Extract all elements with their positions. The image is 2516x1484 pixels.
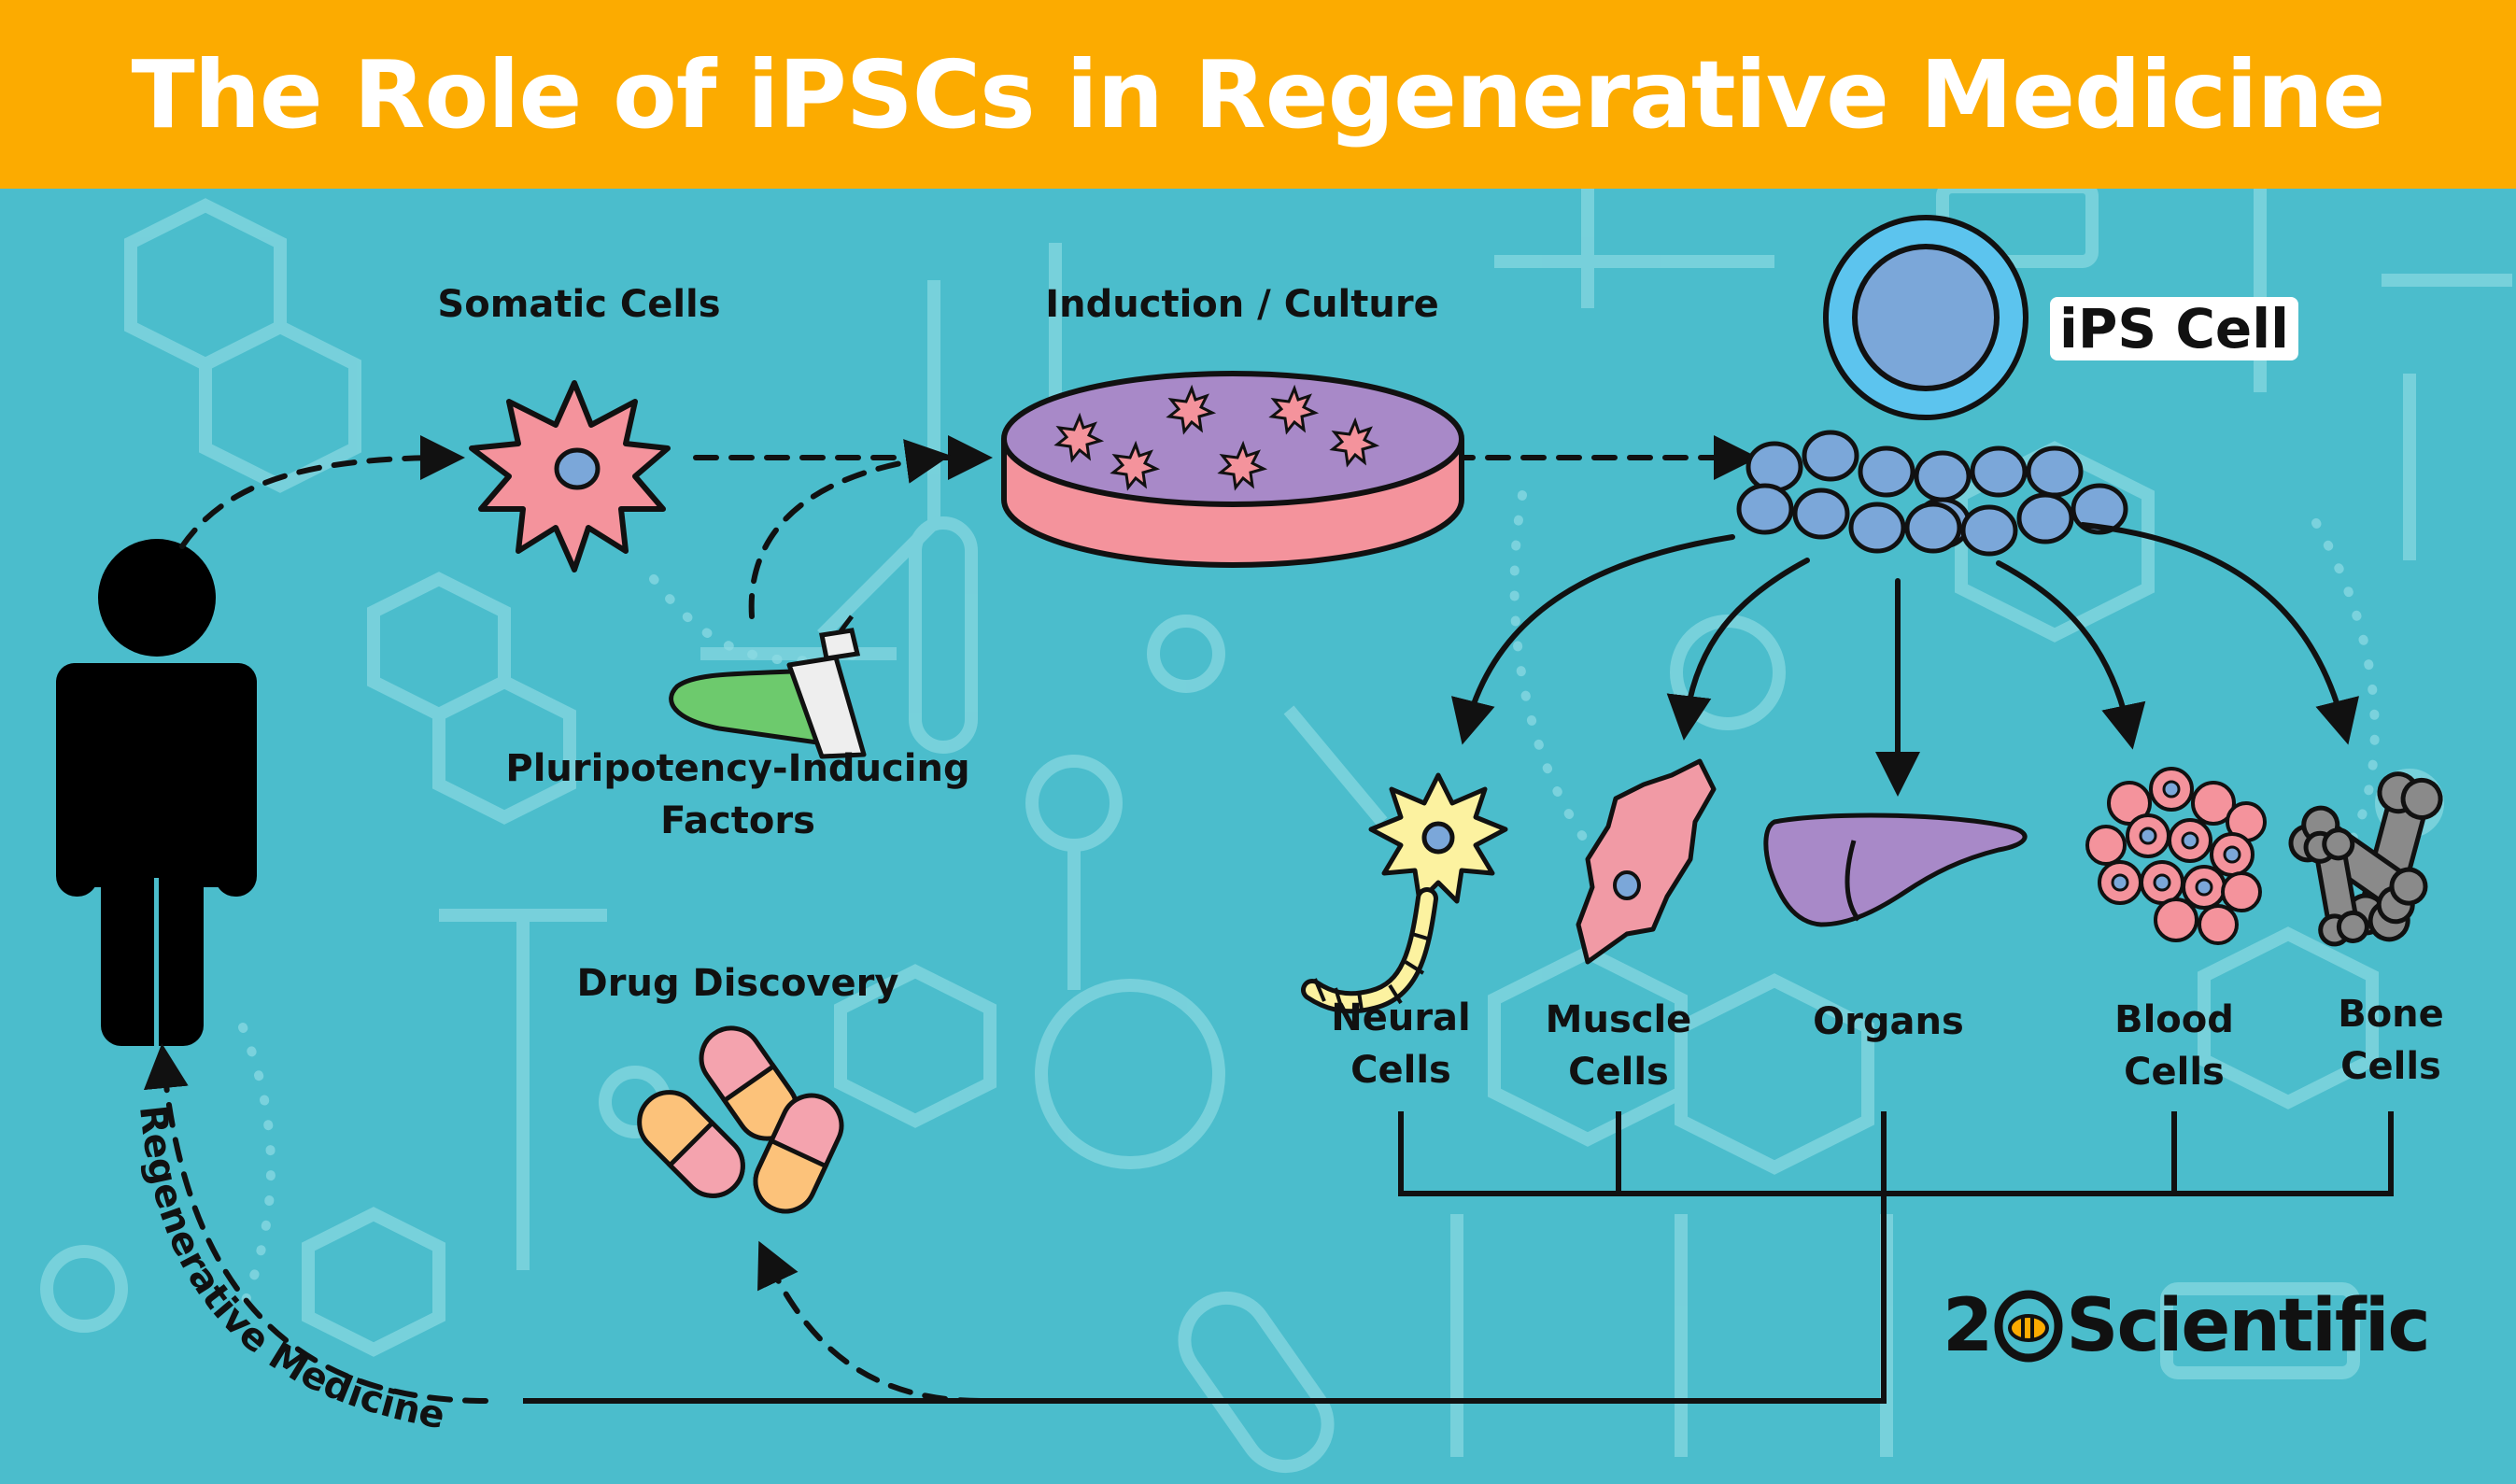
- muscle-cell-icon: [1576, 758, 1717, 965]
- somatic-cells-label: Somatic Cells: [437, 283, 721, 326]
- arrow-regen-to-person: [143, 1043, 488, 1404]
- blood-label-line-1: Blood: [2114, 998, 2234, 1041]
- petri-dish-icon: [1001, 371, 1464, 568]
- bone-cells-label: Bone Cells: [2279, 988, 2503, 1093]
- drug-discovery-label: Drug Discovery: [576, 962, 899, 1005]
- page-title: The Role of iPSCs in Regenerative Medici…: [131, 39, 2386, 149]
- muscle-cells-label: Muscle Cells: [1506, 994, 1731, 1098]
- background-dots: [238, 490, 2380, 1312]
- person-icon: [56, 539, 257, 1046]
- induction-culture-label: Induction / Culture: [1045, 283, 1439, 326]
- bone-label-line-1: Bone: [2338, 993, 2444, 1036]
- organs-label: Organs: [1813, 1000, 1964, 1043]
- bone-label-line-2: Cells: [2340, 1045, 2441, 1088]
- bone-icon: [2288, 771, 2443, 947]
- ips-cell-icon: [1823, 215, 2028, 420]
- pcr-tube-icon: [669, 615, 867, 759]
- arrow-factors-to-dish: [748, 439, 951, 619]
- pluripotency-factors-label: Pluripotency-Inducing Factors: [486, 742, 990, 847]
- arrow-to-bone: [2080, 522, 2359, 745]
- muscle-label-line-1: Muscle: [1545, 998, 1692, 1041]
- arrow-regen-to-drug: [757, 1240, 983, 1404]
- blood-cells-icon: [2085, 767, 2267, 945]
- neural-label-line-2: Cells: [1350, 1049, 1451, 1092]
- title-banner: The Role of iPSCs in Regenerative Medici…: [0, 0, 2516, 189]
- capsules-icon: [637, 1025, 844, 1214]
- arrow-person-to-somatic: [179, 435, 465, 549]
- diagram-canvas: [40, 189, 2512, 1474]
- neural-label-line-1: Neural: [1331, 996, 1471, 1039]
- liver-organ-icon: [1763, 813, 2028, 927]
- arrow-to-blood: [1996, 560, 2146, 750]
- logo-prefix: 2: [1943, 1284, 1993, 1368]
- blood-label-line-2: Cells: [2124, 1051, 2225, 1094]
- background-pattern: [40, 189, 2512, 1474]
- ips-cell-label: iPS Cell: [2050, 297, 2299, 360]
- brand-logo: 2 Scientific: [1943, 1284, 2431, 1368]
- neuron-icon: [1301, 772, 1508, 1014]
- logo-suffix: Scientific: [2066, 1284, 2431, 1368]
- pluripotency-label-line-2: Factors: [660, 799, 815, 842]
- blood-cells-label: Blood Cells: [2062, 994, 2286, 1098]
- pluripotency-label-line-1: Pluripotency-Inducing: [505, 747, 970, 790]
- neural-cells-label: Neural Cells: [1289, 992, 1513, 1096]
- arrow-to-muscle: [1666, 558, 1810, 741]
- somatic-cell-icon: [469, 380, 671, 572]
- ips-colony-icon: [1736, 430, 2128, 557]
- arrow-to-neural: [1451, 534, 1735, 745]
- muscle-label-line-2: Cells: [1568, 1051, 1669, 1094]
- bee-logo-icon: [1994, 1290, 2063, 1363]
- cell-type-bracket: [523, 1111, 2394, 1404]
